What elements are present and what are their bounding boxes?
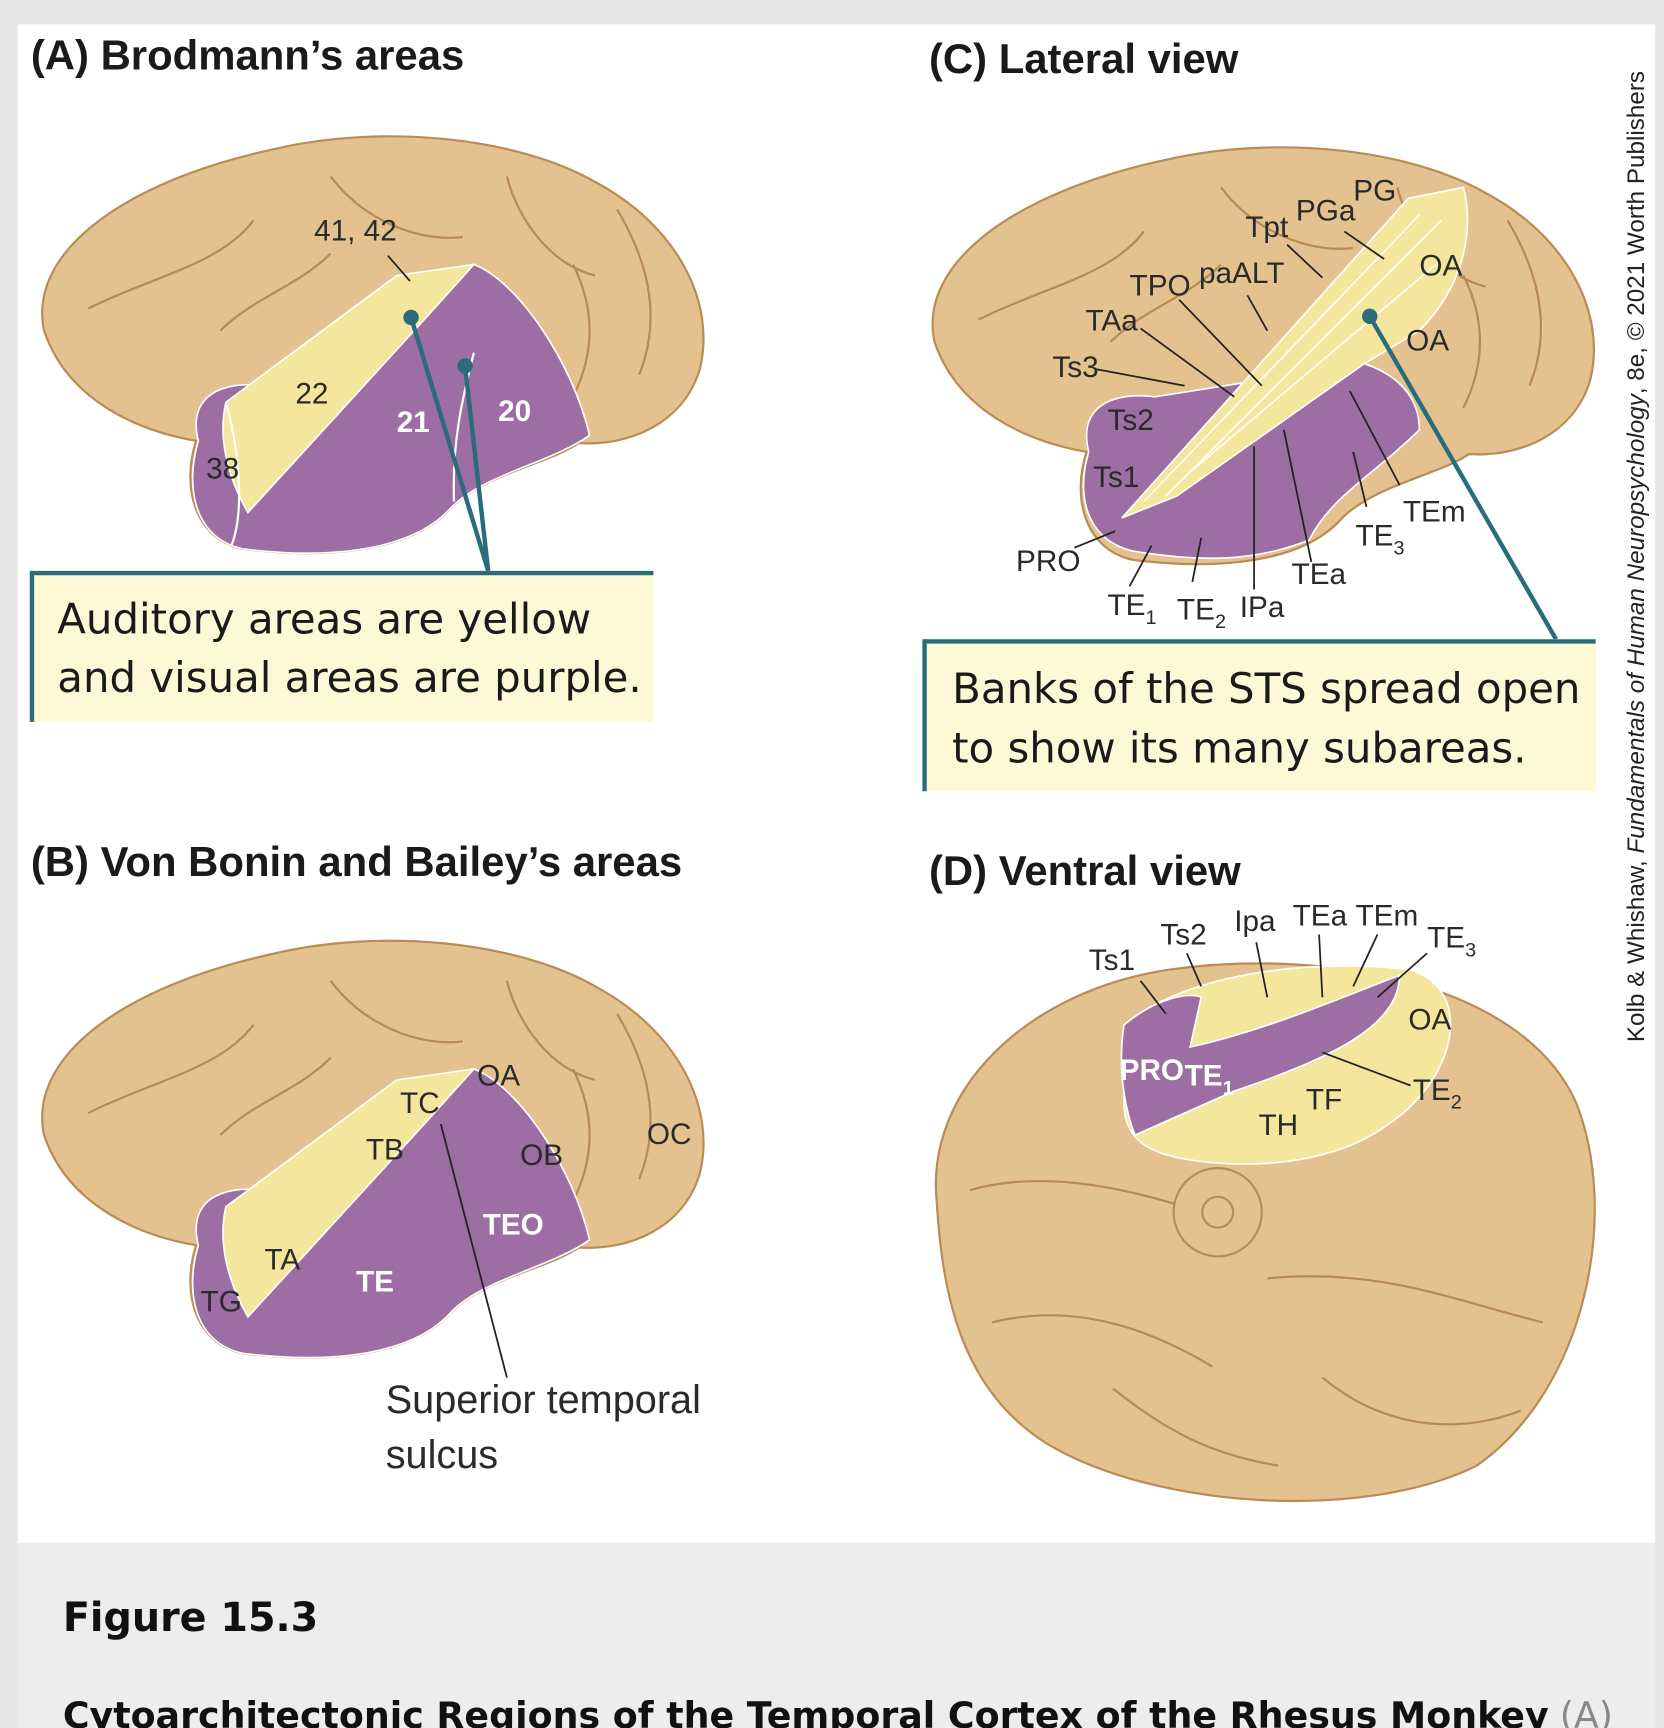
label-ob: OB	[520, 1139, 563, 1172]
label-oa-2: OA	[1406, 324, 1449, 357]
brain-lateral-c	[931, 146, 1596, 566]
labels-d: Ts1 Ts2 Ipa TEa TEm TE3 OA PRO TE1 TF TE…	[1089, 900, 1476, 1142]
label-pg: PG	[1353, 175, 1396, 208]
panel-d: (D) Ventral view Ts1 Ts2 Ipa TEa TEm TE3…	[929, 847, 1596, 1502]
label-ipa: Ipa	[1234, 905, 1276, 938]
callout-a-line-1: Auditory areas are yellow	[57, 595, 591, 644]
label-te3: TE3	[1355, 520, 1404, 560]
credit-line: Kolb & Whishaw, Fundamentals of Human Ne…	[1623, 71, 1650, 1042]
label-te2: TE2	[1177, 593, 1226, 633]
label-oa: OA	[477, 1059, 520, 1092]
figure-caption-title: Cytoarchitectonic Regions of the Tempora…	[63, 1694, 1613, 1728]
labels-c: PG PGa Tpt OA OA paALT TPO TAa Ts3 Ts2 T…	[1016, 175, 1466, 634]
label-paalt: paALT	[1199, 257, 1284, 290]
brain-ventral-d	[934, 962, 1596, 1502]
label-tf: TF	[1306, 1084, 1342, 1117]
label-th: TH	[1258, 1109, 1298, 1142]
label-te2: TE2	[1413, 1074, 1462, 1114]
sts-annotation-line-2: sulcus	[386, 1433, 498, 1477]
panel-c-title: (C) Lateral view	[929, 35, 1239, 82]
label-22: 22	[295, 377, 328, 410]
callout-a-line-2: and visual areas are purple.	[57, 653, 641, 702]
label-pro: PRO	[1120, 1054, 1184, 1087]
label-oa-1: OA	[1419, 250, 1462, 283]
label-21: 21	[397, 406, 430, 439]
callout-a: Auditory areas are yellow and visual are…	[29, 570, 654, 722]
label-te: TE	[356, 1266, 394, 1299]
label-taa: TAa	[1085, 305, 1138, 338]
label-ipa: IPa	[1240, 591, 1285, 624]
label-tb: TB	[366, 1133, 404, 1166]
label-te3: TE3	[1427, 922, 1476, 962]
label-te1: TE1	[1185, 1059, 1234, 1099]
label-ts2: Ts2	[1160, 918, 1206, 951]
label-oa: OA	[1408, 1003, 1451, 1036]
panel-a: (A) Brodmann’s areas 41, 42 22 21 20 38 …	[29, 31, 705, 722]
figure-number: Figure 15.3	[63, 1595, 318, 1641]
label-ts2: Ts2	[1107, 404, 1153, 437]
label-ta: TA	[264, 1244, 300, 1277]
label-tem: TEm	[1355, 900, 1418, 933]
label-ts1: Ts1	[1093, 461, 1139, 494]
label-tpt: Tpt	[1245, 211, 1289, 244]
brain-lateral-a	[41, 135, 705, 555]
label-tea: TEa	[1292, 558, 1347, 591]
label-pga: PGa	[1296, 194, 1356, 227]
caption-area	[17, 1542, 1656, 1728]
label-ts1: Ts1	[1089, 944, 1135, 977]
label-tpo: TPO	[1130, 269, 1191, 302]
label-tea: TEa	[1293, 900, 1348, 933]
panel-a-title: (A) Brodmann’s areas	[31, 31, 464, 78]
sts-annotation-line-1: Superior temporal	[386, 1378, 701, 1422]
brain-lateral-b	[41, 939, 705, 1378]
label-41-42: 41, 42	[314, 214, 397, 247]
panel-b: (B) Von Bonin and Bailey’s areas TC OA T…	[31, 838, 705, 1477]
panel-d-title: (D) Ventral view	[929, 847, 1241, 894]
panel-c: (C) Lateral view PG PGa Tpt OA OA paALT …	[922, 35, 1596, 792]
label-teo: TEO	[483, 1208, 544, 1241]
pointer-c	[1362, 308, 1558, 641]
label-pro: PRO	[1016, 545, 1080, 578]
label-20: 20	[498, 395, 531, 428]
callout-c-line-2: to show its many subareas.	[952, 724, 1526, 773]
callout-c: Banks of the STS spread open to show its…	[922, 639, 1596, 792]
pointer-a	[403, 309, 491, 572]
label-te1: TE1	[1107, 589, 1156, 629]
label-tem: TEm	[1403, 495, 1466, 528]
label-tg: TG	[201, 1285, 242, 1318]
callout-c-line-1: Banks of the STS spread open	[952, 664, 1580, 713]
panel-b-title: (B) Von Bonin and Bailey’s areas	[31, 838, 682, 885]
label-oc: OC	[647, 1118, 692, 1151]
label-ts3: Ts3	[1052, 351, 1098, 384]
label-38: 38	[206, 452, 239, 485]
label-tc: TC	[400, 1087, 440, 1120]
